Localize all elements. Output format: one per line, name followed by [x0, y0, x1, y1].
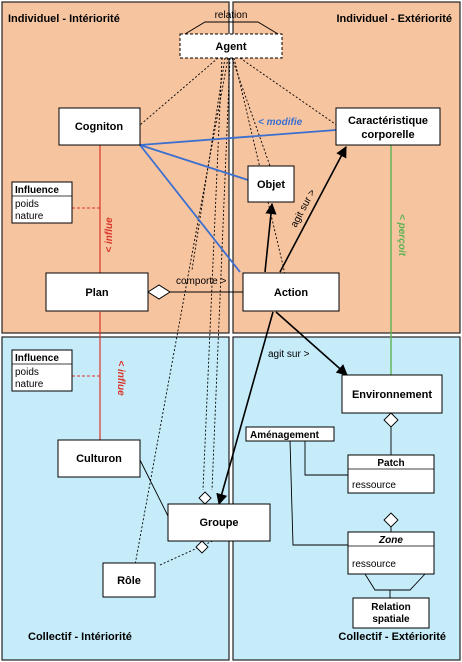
- quadrant-title-top-right: Individuel - Extériorité: [336, 13, 452, 25]
- role-label: Rôle: [117, 575, 141, 587]
- zone-label: Zone: [378, 535, 403, 546]
- culturon-groupe-line: [139, 459, 171, 521]
- zone-node[interactable]: Zone ressource: [347, 531, 435, 575]
- agent-node[interactable]: Agent: [179, 33, 283, 59]
- caracteristique-label-line2: corporelle: [361, 129, 414, 141]
- objet-node[interactable]: Objet: [247, 165, 295, 203]
- influence-top-node[interactable]: Influence poids nature: [11, 181, 73, 224]
- modifie-label: < modifie: [258, 117, 303, 128]
- environnement-label: Environnement: [352, 389, 432, 401]
- objet-label: Objet: [257, 179, 285, 191]
- role-node[interactable]: Rôle: [102, 562, 156, 598]
- caracteristique-label-line1: Caractéristique: [348, 115, 428, 127]
- quadrant-title-top-left: Individuel - Intériorité: [8, 13, 120, 25]
- amenagement-patch-link: [304, 440, 348, 476]
- patch-diamond: [383, 512, 399, 528]
- groupe-node[interactable]: Groupe: [167, 503, 271, 542]
- quadrant-title-bottom-left: Collectif - Intériorité: [28, 631, 132, 643]
- influence-bottom-attr-poids: poids: [15, 367, 39, 378]
- relation-spatiale-label-line1: Relation: [371, 602, 410, 613]
- quadrant-title-bottom-right: Collectif - Extériorité: [338, 631, 446, 643]
- agent-relation-label: relation: [215, 10, 248, 21]
- patch-label: Patch: [377, 458, 404, 469]
- caracteristique-corporelle-node[interactable]: Caractéristique corporelle: [335, 107, 441, 146]
- zone-attr-ressource: ressource: [352, 559, 396, 570]
- groupe-label: Groupe: [199, 517, 238, 529]
- percoit-label: < perçoit: [396, 214, 407, 257]
- cogniton-label: Cogniton: [75, 121, 124, 133]
- patch-attr-ressource: ressource: [352, 480, 396, 491]
- relation-spatiale-node[interactable]: Relation spatiale: [352, 597, 430, 629]
- environnement-diamond: [383, 412, 399, 428]
- agit-sur-env-label: agit sur >: [268, 349, 310, 360]
- influe-top-label: < influe: [104, 217, 115, 253]
- influence-top-attr-nature: nature: [15, 211, 44, 222]
- groupe-bottom-diamond: [195, 540, 209, 554]
- influence-top-title: Influence: [15, 185, 59, 196]
- influence-bottom-title: Influence: [15, 353, 59, 364]
- culturon-node[interactable]: Culturon: [57, 439, 141, 478]
- agent-label: Agent: [215, 41, 247, 53]
- relation-spatiale-label-line2: spatiale: [372, 614, 410, 625]
- action-label: Action: [274, 287, 309, 299]
- black-arrows: [216, 146, 348, 506]
- plan-composition-diamond: [147, 284, 171, 300]
- plan-node[interactable]: Plan: [45, 272, 149, 312]
- amenagement-label: Aménagement: [250, 430, 320, 441]
- zone-relation-link: [364, 573, 426, 591]
- plan-label: Plan: [85, 287, 109, 299]
- influe-bottom-label: < influe: [115, 360, 126, 396]
- blue-relations: [139, 129, 337, 273]
- culturon-label: Culturon: [76, 453, 122, 465]
- cogniton-node[interactable]: Cogniton: [58, 107, 141, 146]
- agent-relation-loop: [184, 21, 279, 35]
- influence-top-attr-poids: poids: [15, 199, 39, 210]
- influence-bottom-node[interactable]: Influence poids nature: [11, 349, 73, 392]
- amenagement-node[interactable]: Aménagement: [245, 426, 335, 442]
- influence-bottom-attr-nature: nature: [15, 379, 44, 390]
- comporte-label: comporte >: [176, 276, 226, 287]
- action-node[interactable]: Action: [242, 272, 340, 312]
- patch-node[interactable]: Patch ressource: [347, 454, 435, 494]
- environnement-node[interactable]: Environnement: [341, 374, 443, 414]
- amenagement-zone-link: [289, 439, 348, 546]
